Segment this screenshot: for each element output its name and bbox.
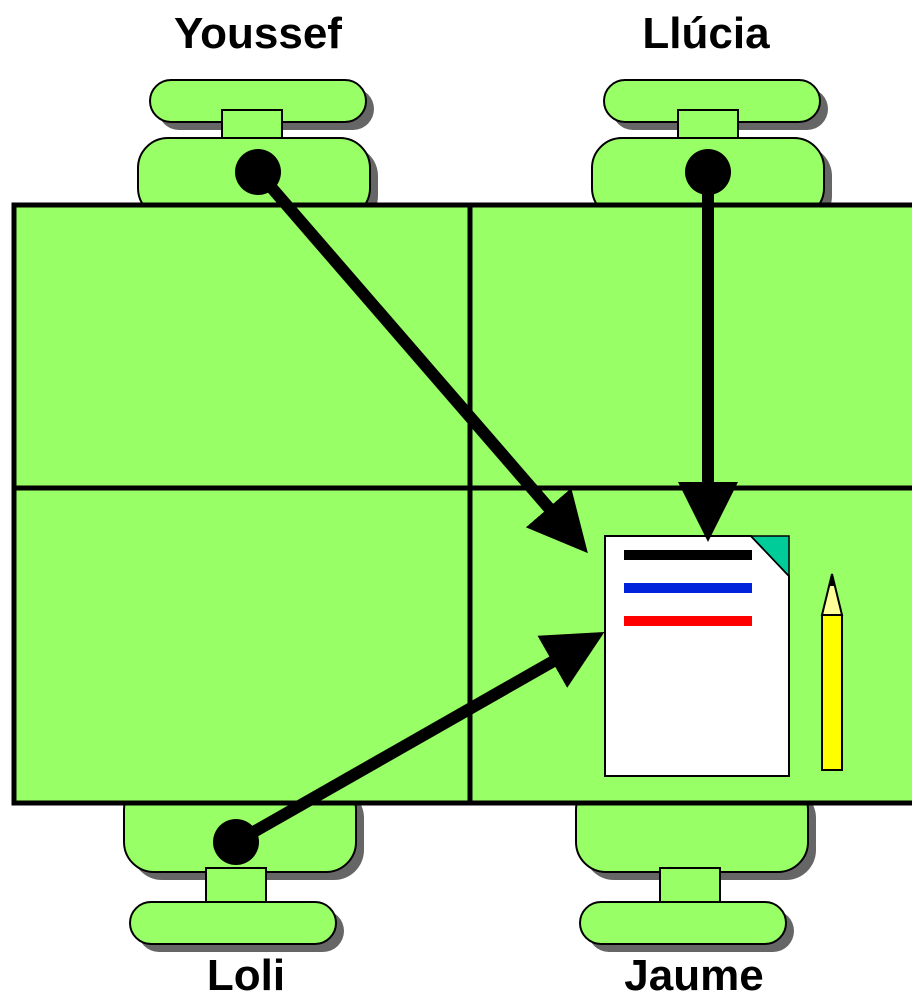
name-llucia: Llúcia bbox=[642, 9, 770, 58]
name-loli: Loli bbox=[207, 951, 285, 1000]
dot-youssef bbox=[235, 149, 281, 195]
dot-llucia bbox=[685, 149, 731, 195]
chair-bottom-right-icon bbox=[575, 779, 816, 952]
pencil-icon bbox=[820, 573, 844, 771]
arrows bbox=[213, 149, 738, 865]
chair-bottom-left-icon bbox=[123, 779, 364, 952]
name-jaume: Jaume bbox=[624, 951, 763, 1000]
paper-icon bbox=[604, 535, 790, 777]
name-youssef: Youssef bbox=[174, 9, 342, 58]
arrow-loli-icon bbox=[233, 632, 605, 848]
dot-loli bbox=[213, 819, 259, 865]
arrow-youssef-icon bbox=[253, 168, 588, 554]
